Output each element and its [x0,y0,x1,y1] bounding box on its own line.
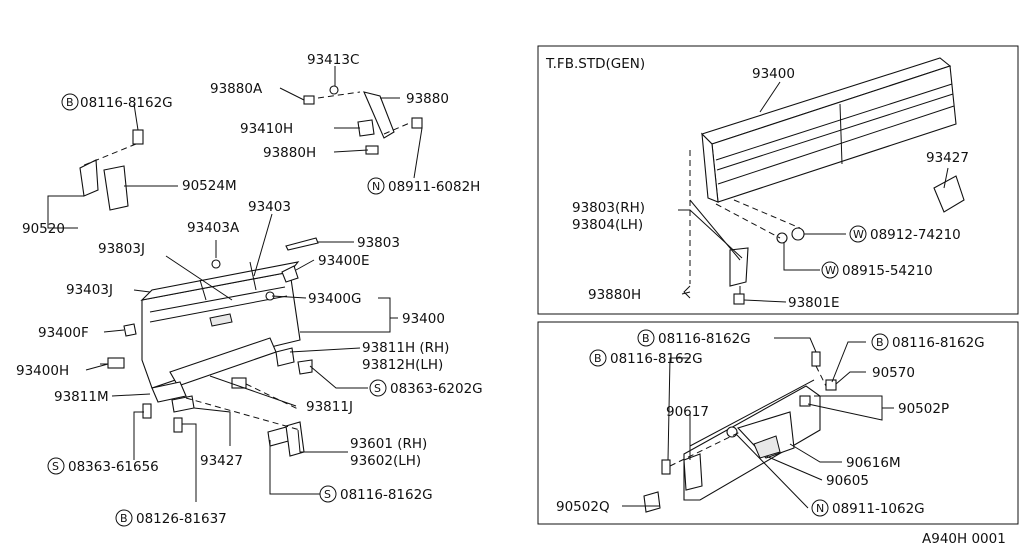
label-93427-inset: 93427 [926,150,969,166]
leader-lines-main [47,66,423,502]
label-93403: 93403 [248,199,291,215]
label-93427-main: 93427 [200,453,243,469]
prefix-circle-b: B [589,349,607,367]
label-08116-8162G-e: 08116-8162G [610,351,703,367]
svg-text:W: W [853,228,864,241]
label-93880A: 93880A [210,81,263,97]
prefix-circle-n: N [367,177,385,195]
svg-text:N: N [372,180,380,193]
label-93410H: 93410H [240,121,293,137]
label-93804-lh: 93804(LH) [572,217,643,233]
leader-lines-bottom-inset [622,337,894,509]
label-93400G: 93400G [308,291,361,307]
label-08911-6082H: 08911-6082H [388,179,480,195]
label-93812H-lh: 93812H(LH) [362,357,443,373]
label-93880H-inset: 93880H [588,287,641,303]
label-93400-main: 93400 [402,311,445,327]
label-93801E: 93801E [788,295,839,311]
svg-text:N: N [816,502,824,515]
svg-text:S: S [374,382,381,395]
label-08911-1062G: 08911-1062G [832,501,925,517]
label-08126-81637: 08126-81637 [136,511,227,527]
label-08915-54210: 08915-54210 [842,263,933,279]
svg-text:B: B [120,512,128,525]
prefix-circle-n: N [811,499,829,517]
label-90524M: 90524M [182,178,237,194]
label-93880H-a: 93880H [263,145,316,161]
tailboard-std-illustration [683,57,965,305]
label-08116-8162G-d: 08116-8162G [892,335,985,351]
label-93811M: 93811M [54,389,109,405]
inset-title: T.FB.STD(GEN) [545,56,645,72]
svg-text:B: B [594,352,602,365]
label-90617: 90617 [666,404,709,420]
label-93400H: 93400H [16,363,69,379]
svg-text:B: B [66,96,74,109]
prefix-circle-s: S [369,379,387,397]
inset-frame-bottom [537,321,1019,525]
inset-frame-top [537,45,1019,315]
label-93400F: 93400F [38,325,89,341]
label-93811H-rh: 93811H (RH) [362,340,449,356]
label-90502Q: 90502Q [556,499,610,515]
prefix-circle-b: B [61,93,79,111]
prefix-circle-s: S [319,485,337,503]
label-08912-74210: 08912-74210 [870,227,961,243]
svg-text:S: S [52,460,59,473]
label-90605: 90605 [826,473,869,489]
tailgate-main-illustration [79,85,423,457]
prefix-circle-b: B [115,509,133,527]
label-93880: 93880 [406,91,449,107]
leader-lines-top-inset [678,81,949,303]
label-93403A: 93403A [187,220,240,236]
label-90570: 90570 [872,365,915,381]
label-90520: 90520 [22,221,65,237]
prefix-circle-b: B [871,333,889,351]
svg-text:B: B [642,332,650,345]
prefix-circle-b: B [637,329,655,347]
label-93803: 93803 [357,235,400,251]
label-93400E: 93400E [318,253,369,269]
svg-text:W: W [825,264,836,277]
label-90616M: 90616M [846,455,901,471]
label-93403J: 93403J [66,282,113,298]
label-08116-8162G-c: 08116-8162G [658,331,751,347]
prefix-circle-s: S [47,457,65,475]
label-93601-rh: 93601 (RH) [350,436,427,452]
label-93400-inset: 93400 [752,66,795,82]
label-08363-61656: 08363-61656 [68,459,159,475]
label-08116-8162G-a: 08116-8162G [80,95,173,111]
label-93413C: 93413C [307,52,359,68]
diagram-code: A940H 0001 [922,531,1006,547]
label-93811J: 93811J [306,399,353,415]
label-93803J: 93803J [98,241,145,257]
svg-text:B: B [876,336,884,349]
label-93803-rh: 93803(RH) [572,200,645,216]
label-90502P: 90502P [898,401,949,417]
prefix-circle-w: W [849,225,867,243]
label-08116-8162G-b: 08116-8162G [340,487,433,503]
label-08363-6202G: 08363-6202G [390,381,483,397]
prefix-circle-w: W [821,261,839,279]
label-93602-lh: 93602(LH) [350,453,421,469]
svg-text:S: S [324,488,331,501]
lock-mechanism-illustration [643,351,837,513]
